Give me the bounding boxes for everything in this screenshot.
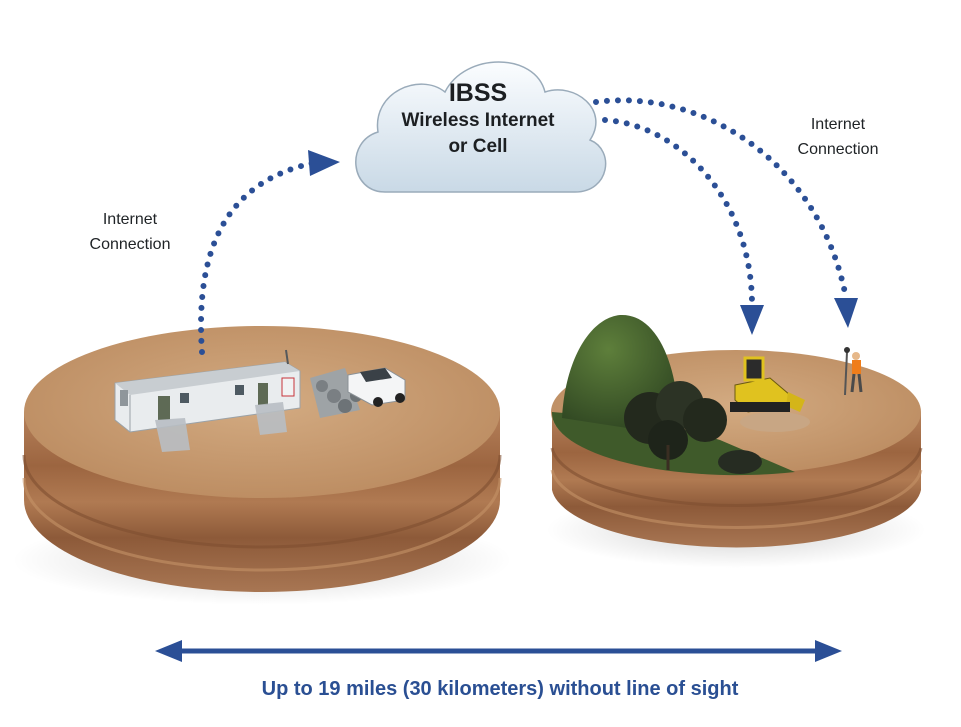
cloud-title: IBSS: [448, 79, 508, 107]
bulldozer: [730, 356, 810, 432]
cloud-to-surveyor-arrow: [593, 97, 858, 328]
cloud-line-1: Wireless Internet: [401, 110, 555, 131]
left-connection-label: Internet Connection: [70, 207, 190, 257]
right-connection-line-1: Internet: [810, 116, 866, 133]
left-connection-line-1: Internet: [102, 211, 158, 228]
surveyor-with-rover: [844, 347, 863, 396]
left-connection-arrow: [198, 150, 340, 355]
cloud-to-bulldozer-arrow: [602, 117, 764, 335]
office-trailer: [114, 349, 301, 452]
right-connection-label: Internet Connection: [778, 112, 898, 162]
pickup-truck: [347, 367, 406, 407]
distance-caption: Up to 19 miles (30 kilometers) without l…: [261, 678, 739, 700]
cloud-label: IBSS Wireless Internet or Cell: [380, 78, 576, 160]
distance-arrow: [155, 640, 842, 662]
left-connection-line-2: Connection: [89, 236, 171, 253]
tree-cluster: [624, 381, 762, 474]
right-connection-line-2: Connection: [797, 141, 879, 158]
cloud-line-2: or Cell: [448, 136, 508, 157]
ibss-cloud: [355, 61, 607, 193]
